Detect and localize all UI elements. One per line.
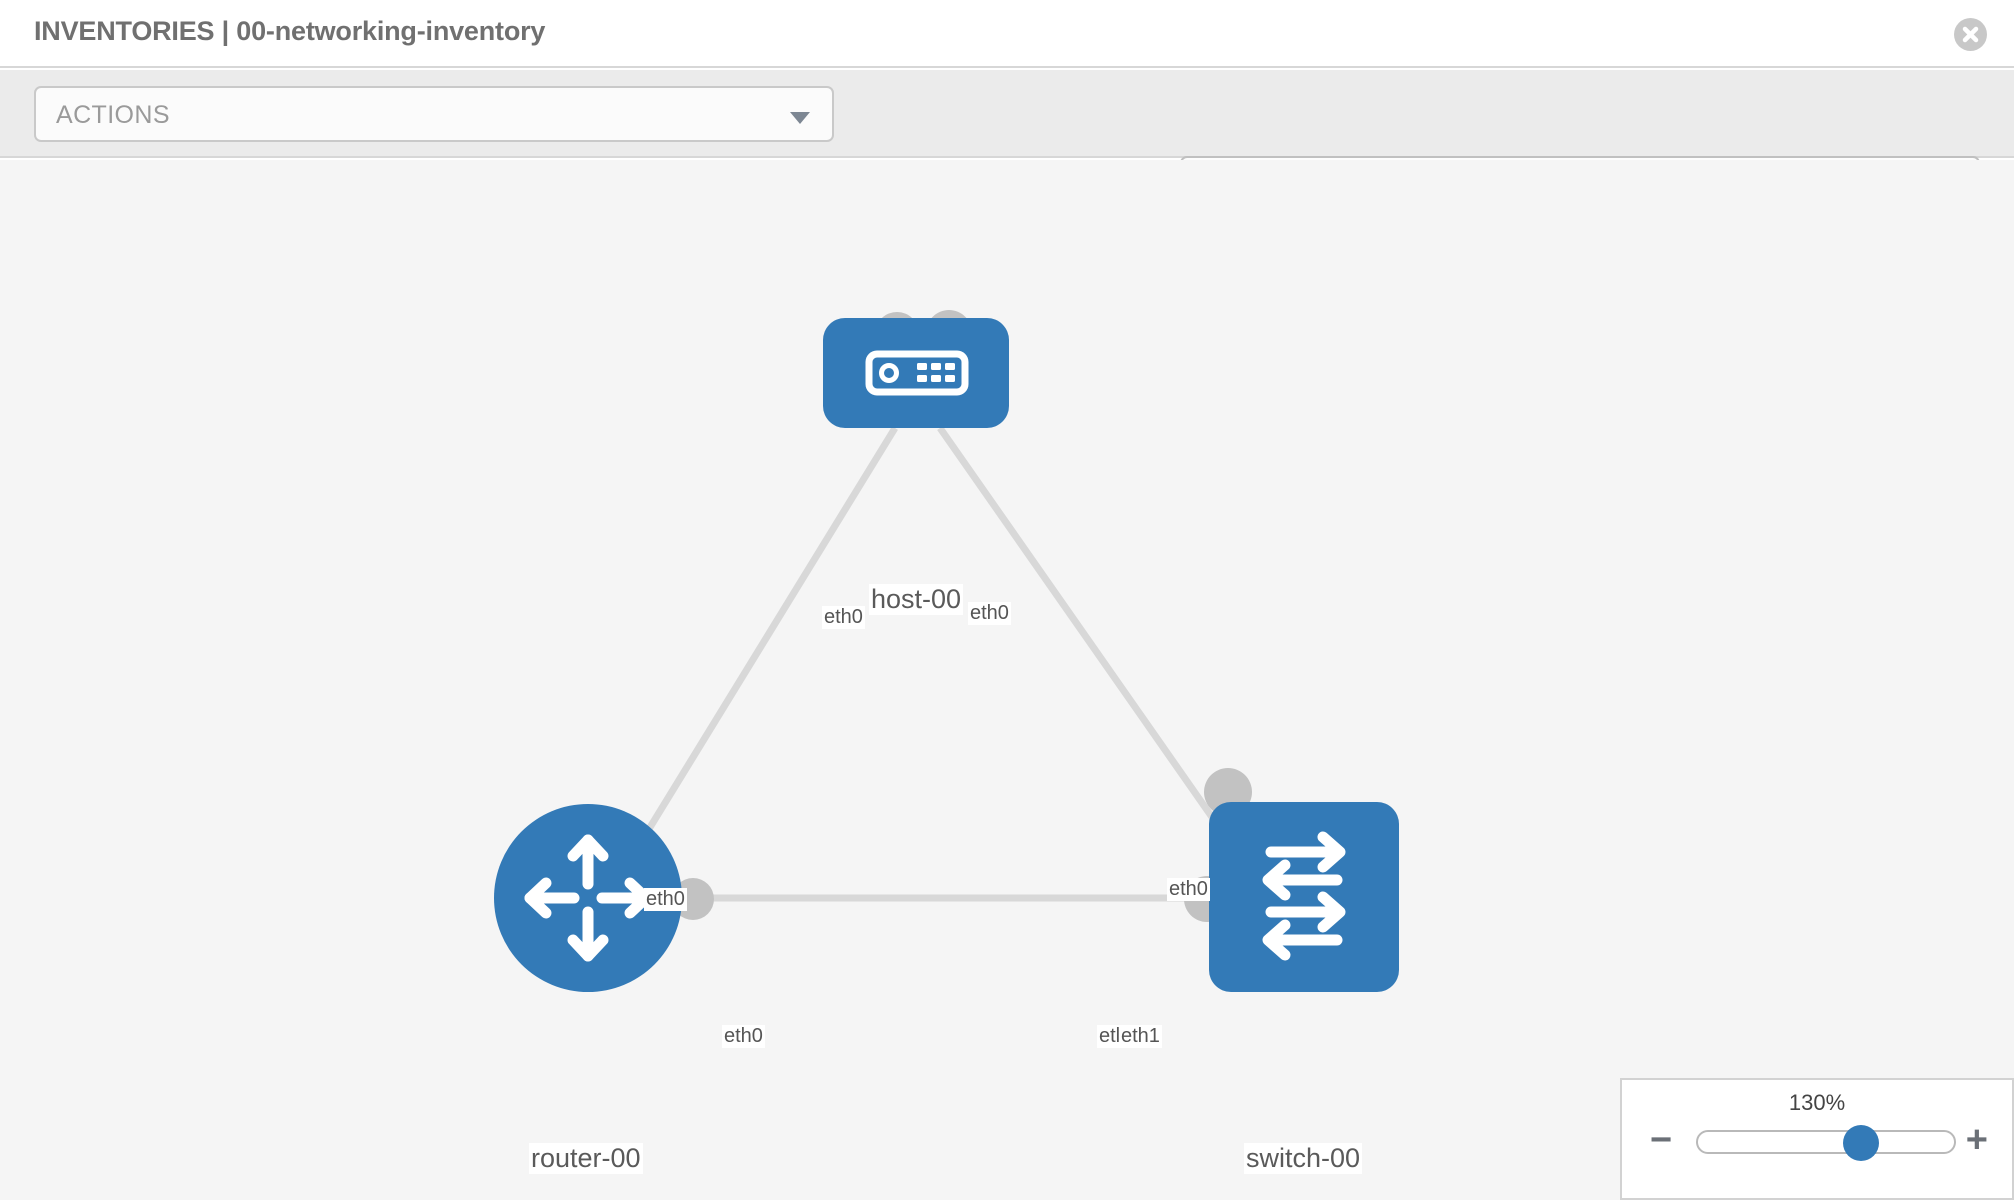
- node-host-00[interactable]: [823, 318, 1009, 428]
- switch-arrows-icon: [1262, 831, 1346, 961]
- zoom-control-panel: 130% − +: [1620, 1078, 2014, 1200]
- chevron-down-icon: [790, 112, 810, 124]
- node-router-00[interactable]: [494, 804, 682, 992]
- topology-canvas[interactable]: host-00 router-00 switch-00 eth0 eth0 et…: [0, 160, 2014, 1200]
- node-label-switch-00: switch-00: [1244, 1143, 1363, 1174]
- zoom-in-button[interactable]: +: [1965, 1119, 1988, 1161]
- zoom-slider-thumb[interactable]: [1843, 1125, 1879, 1161]
- port-label-host-right: eth0: [968, 602, 1011, 625]
- port-label-router-up: eth0: [644, 888, 687, 911]
- node-router-00-shape[interactable]: [494, 804, 682, 992]
- zoom-level-value: 130%: [1788, 1090, 1846, 1115]
- port-label-host-left: eth0: [822, 606, 865, 629]
- router-arrows-icon: [524, 834, 652, 962]
- node-switch-00-shape[interactable]: [1209, 802, 1399, 992]
- zoom-slider-track[interactable]: [1696, 1125, 1956, 1161]
- toolbar: ACTIONS SEARCH: [0, 70, 2014, 212]
- port-label-switch-left-overlap: etl: [1097, 1025, 1123, 1048]
- actions-dropdown-label: ACTIONS: [56, 101, 170, 129]
- edge-host-switch: [937, 425, 1238, 853]
- port-label-switch-up: eth0: [1167, 878, 1210, 901]
- node-switch-00[interactable]: [1209, 802, 1399, 992]
- topology-edges: [627, 425, 1238, 902]
- port-label-router-right: eth0: [722, 1025, 765, 1048]
- zoom-out-button[interactable]: −: [1650, 1119, 1673, 1161]
- node-host-00-shape[interactable]: [823, 318, 1009, 428]
- port-label-switch-left: eth1: [1119, 1025, 1162, 1048]
- page-header: INVENTORIES | 00-networking-inventory: [0, 0, 2014, 68]
- server-icon: [865, 350, 969, 396]
- edge-host-router: [627, 426, 898, 862]
- node-label-router-00: router-00: [529, 1143, 643, 1174]
- node-label-host-00: host-00: [869, 584, 964, 615]
- page-title: INVENTORIES | 00-networking-inventory: [34, 16, 546, 46]
- actions-dropdown[interactable]: ACTIONS: [34, 86, 834, 142]
- close-icon[interactable]: [1954, 18, 1987, 51]
